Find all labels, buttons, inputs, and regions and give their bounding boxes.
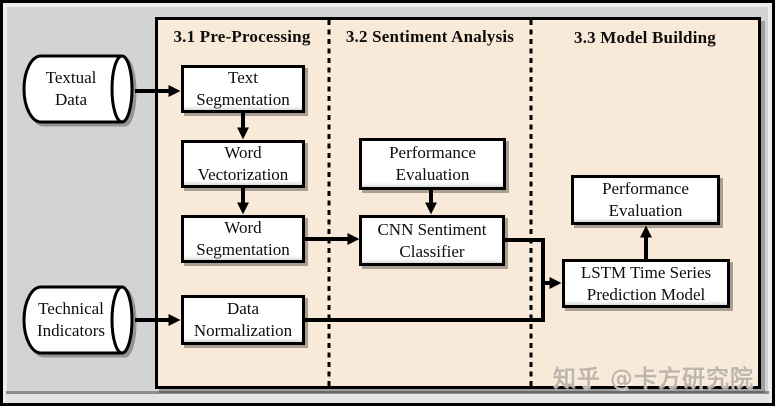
bottom-divider	[6, 391, 769, 394]
node-data-normalization: Data Normalization	[181, 295, 305, 345]
connector-layer	[135, 20, 652, 387]
node-word-segmentation: Word Segmentation	[181, 215, 305, 263]
cylinder-icon	[22, 285, 134, 355]
stage-header-model-building: 3.3 Model Building	[574, 28, 716, 47]
node-label: LSTM Time Series Prediction Model	[580, 262, 712, 304]
stage-header-preprocessing: 3.1 Pre-Processing	[173, 27, 311, 46]
cylinder-icon	[22, 54, 134, 124]
node-label: Text Segmentation	[196, 68, 290, 109]
datastore-textual-data: Textual Data	[21, 52, 137, 126]
node-label: CNN Sentiment Classifier	[377, 219, 487, 261]
datastore-label: Textual Data	[45, 68, 97, 109]
datastore-technical-indicators: Technical Indicators	[21, 283, 137, 357]
node-performance-evaluation-model: Performance Evaluation	[571, 175, 720, 225]
node-cnn-sentiment-classifier: CNN Sentiment Classifier	[359, 215, 505, 266]
bottom-band	[6, 394, 769, 403]
node-label: Performance Evaluation	[389, 143, 476, 184]
node-label: Performance Evaluation	[602, 179, 689, 220]
node-label: Word Segmentation	[196, 218, 290, 259]
node-text-segmentation: Text Segmentation	[181, 65, 305, 113]
node-word-vectorization: Word Vectorization	[181, 140, 305, 188]
stage-header-sentiment-analysis: 3.2 Sentiment Analysis	[345, 27, 515, 46]
node-label: Word Vectorization	[197, 143, 289, 184]
zhihu-watermark: 知乎 @卡方研究院	[552, 366, 754, 392]
node-label: Data Normalization	[193, 299, 293, 340]
node-performance-evaluation-sentiment: Performance Evaluation	[359, 138, 506, 190]
datastore-label: Technical Indicators	[37, 299, 105, 340]
node-lstm-time-series-prediction-model: LSTM Time Series Prediction Model	[562, 259, 730, 308]
